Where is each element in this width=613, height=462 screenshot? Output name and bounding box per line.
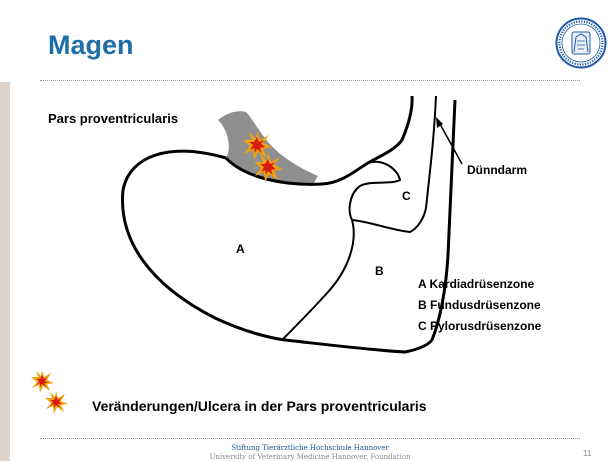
legend-item-b: B Fundusdrüsenzone bbox=[418, 295, 541, 316]
legend-burst-icon bbox=[45, 391, 68, 414]
zone-c-boundary bbox=[350, 162, 426, 232]
label-duenndarm: Dünndarm bbox=[467, 163, 527, 177]
footer-line-1: Stiftung Tierärztliche Hochschule Hannov… bbox=[180, 444, 440, 453]
label-pars-proventricularis: Pars proventricularis bbox=[48, 110, 188, 127]
label-zone-b: B bbox=[375, 264, 384, 278]
legend-item-c: C Pylorusdrüsenzone bbox=[418, 316, 541, 337]
duodenum-inner-wall bbox=[426, 96, 436, 208]
lesion-caption: Veränderungen/Ulcera in der Pars provent… bbox=[92, 398, 427, 414]
zone-legend: A Kardiadrüsenzone B Fundusdrüsenzone C … bbox=[418, 274, 541, 337]
footer: Stiftung Tierärztliche Hochschule Hannov… bbox=[180, 444, 440, 462]
legend-item-a: A Kardiadrüsenzone bbox=[418, 274, 541, 295]
zone-b-boundary bbox=[282, 220, 354, 340]
page-number: 11 bbox=[583, 449, 591, 458]
legend-burst-icon bbox=[31, 370, 54, 393]
footer-divider bbox=[40, 438, 580, 439]
label-zone-c: C bbox=[402, 189, 411, 203]
label-zone-a: A bbox=[236, 242, 245, 256]
